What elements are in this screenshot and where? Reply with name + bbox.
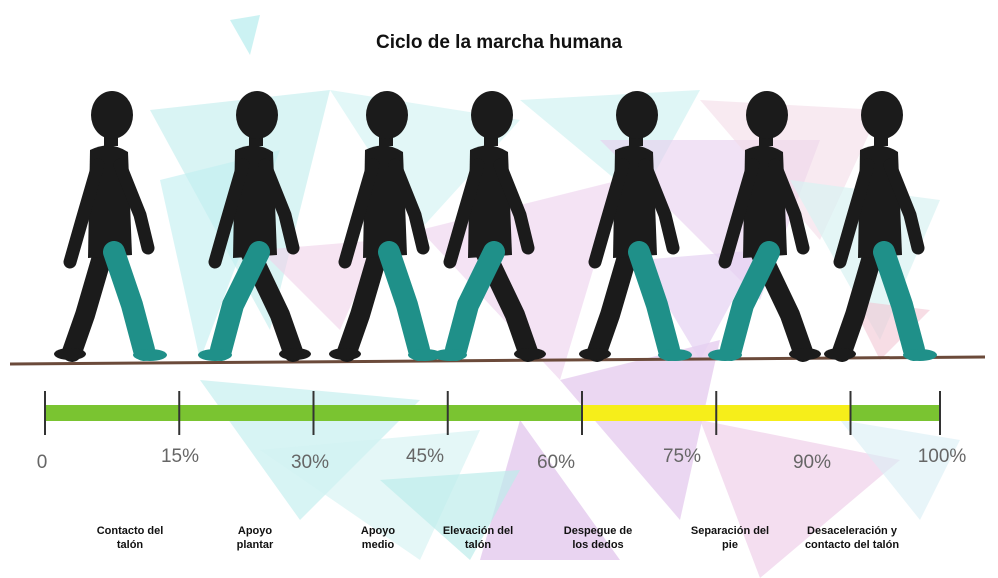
back-foot [824,348,856,360]
walking-child-figure [329,91,442,362]
back-foot [789,348,821,360]
head [861,91,903,139]
tick-label: 30% [290,452,330,473]
walking-child-figure [198,91,311,362]
arm [443,158,485,269]
arm [388,158,430,255]
tick-label: 0 [36,452,48,473]
phase-label: Elevación del talón [442,525,514,551]
back-foot [514,348,546,360]
back-foot [54,348,86,360]
tick-label: 45% [405,446,445,467]
phase-label: Apoyo medio [360,525,396,551]
walking-child-figure [824,91,937,362]
arm [638,158,680,255]
back-leg [337,240,389,362]
tick-label: 60% [536,452,576,473]
phase-label: Separación del pie [690,525,770,551]
walking-child-figure [579,91,692,362]
back-foot [279,348,311,360]
arm [768,158,810,255]
head [91,91,133,139]
back-foot [579,348,611,360]
phase-label: Apoyo plantar [236,525,274,551]
walking-child-figure [433,91,546,362]
arm [208,158,250,269]
tick-label: 15% [160,446,200,467]
walking-child-figure [54,91,167,362]
arm [338,158,380,269]
highlighted-leg [720,241,780,361]
back-foot [329,348,361,360]
tick-label: 90% [792,452,832,473]
highlighted-foot [198,349,232,361]
highlighted-foot [433,349,467,361]
highlighted-leg [210,241,270,361]
ground-line [9,355,986,366]
arm [493,158,535,255]
arm [718,158,760,269]
phase-label: Despegue de los dedos [563,525,633,551]
back-leg [587,240,639,362]
arm [883,158,925,255]
walking-child-figure [708,91,821,362]
highlighted-leg [628,241,680,361]
tick-label: 75% [662,446,702,467]
phase-label: Desaceleración y contacto del talón [804,525,900,551]
highlighted-leg [378,241,430,361]
back-leg [832,240,884,362]
highlighted-leg [103,241,155,361]
highlighted-leg [873,241,925,361]
arm [258,158,300,255]
head [366,91,408,139]
arm [113,158,155,255]
phase-label: Contacto del talón [96,525,164,551]
arm [588,158,630,269]
head [236,91,278,139]
highlighted-leg [445,241,505,361]
diagram-title: Ciclo de la marcha humana [375,32,623,53]
back-leg [62,240,114,362]
highlighted-foot [658,349,692,361]
highlighted-foot [903,349,937,361]
head [471,91,513,139]
head [616,91,658,139]
tick-label: 100% [917,446,967,467]
highlighted-foot [133,349,167,361]
highlighted-foot [408,349,442,361]
head [746,91,788,139]
arm [63,158,105,269]
final-bar [850,405,940,421]
highlighted-foot [708,349,742,361]
arm [833,158,875,269]
